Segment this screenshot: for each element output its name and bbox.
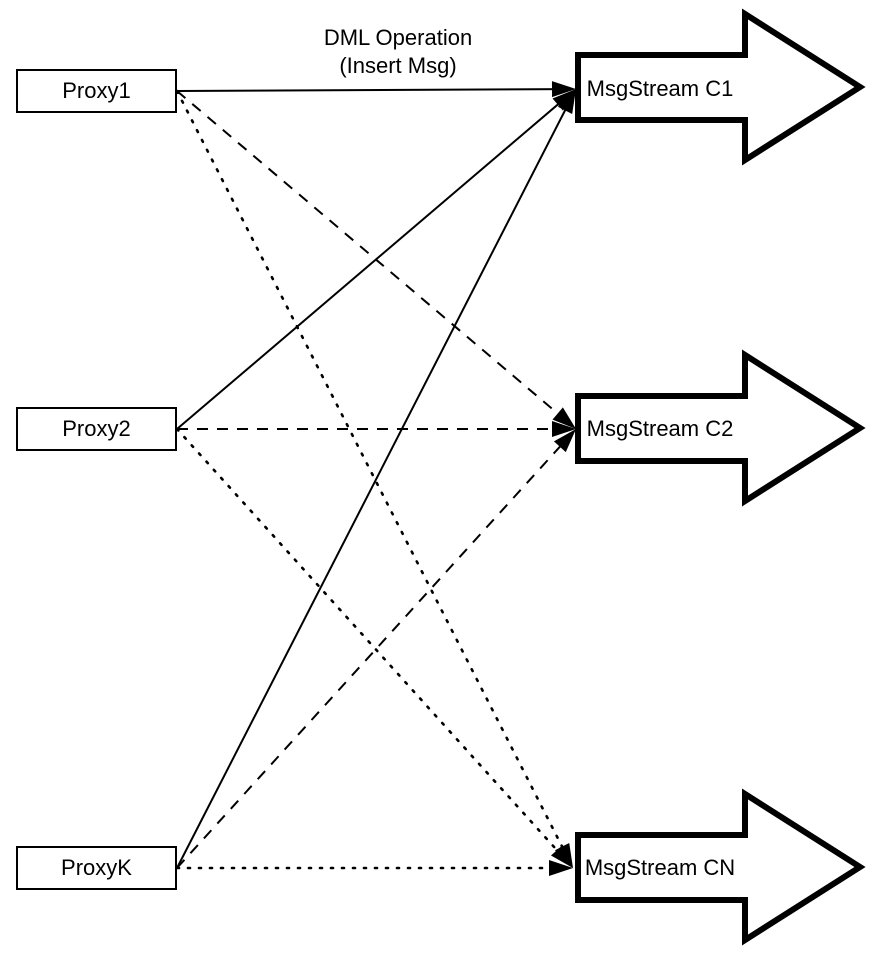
stream-node-stream_c1[interactable]: MsgStream C1 [575, 8, 866, 166]
proxy-label: Proxy2 [62, 416, 130, 441]
edge-pk-c1-solid [176, 100, 571, 869]
proxy-label: ProxyK [61, 855, 132, 880]
stream-node-stream_cn[interactable]: MsgStream CN [575, 788, 866, 946]
arrowhead-p1-c2 [552, 407, 576, 429]
edge-p2-cn-dotted [175, 427, 566, 860]
stream-label: MsgStream C2 [587, 416, 734, 441]
proxy-label: Proxy1 [62, 78, 130, 103]
arrowhead-pk-c2 [553, 429, 576, 453]
edge-p1-cn-dotted [175, 89, 569, 858]
proxy-box-outline [16, 69, 177, 113]
arrowhead-pk-c1 [557, 89, 576, 115]
dml-operation-caption: DML Operation (Insert Msg) [324, 25, 472, 78]
stream-arrow-shape [575, 788, 866, 946]
caption-line-2: (Insert Msg) [339, 53, 456, 78]
edge-p2-c1-solid [176, 96, 567, 430]
stream-label: MsgStream C1 [587, 76, 734, 101]
stream-arrow-shape [575, 8, 866, 166]
proxy-box-outline [16, 407, 177, 451]
arrowheads-layer [549, 81, 576, 876]
caption-line-1: DML Operation [324, 25, 472, 50]
edge-pk-c2-dashed [176, 438, 568, 869]
proxy-box-outline [16, 846, 177, 890]
stream-label: MsgStream CN [585, 855, 735, 880]
proxy-node-proxyK[interactable]: ProxyK [16, 846, 177, 890]
arrowhead-p2-cn [550, 844, 573, 868]
edge-p1-c1-solid [176, 88, 563, 92]
arrowhead-pk-cn [549, 860, 573, 876]
arrowhead-p2-c1 [552, 89, 576, 111]
streams-layer: MsgStream C1 MsgStream C2 MsgStream CN [575, 8, 866, 946]
proxy-node-proxy1[interactable]: Proxy1 [16, 69, 177, 113]
arrowhead-p1-c1 [551, 81, 576, 98]
stream-node-stream_c2[interactable]: MsgStream C2 [575, 349, 866, 507]
edges-layer [175, 88, 571, 870]
stream-arrow-shape [575, 349, 866, 507]
proxy-node-proxy2[interactable]: Proxy2 [16, 407, 177, 451]
edge-p1-c2-dashed [176, 90, 567, 422]
arrowhead-p2-c2 [552, 421, 576, 437]
